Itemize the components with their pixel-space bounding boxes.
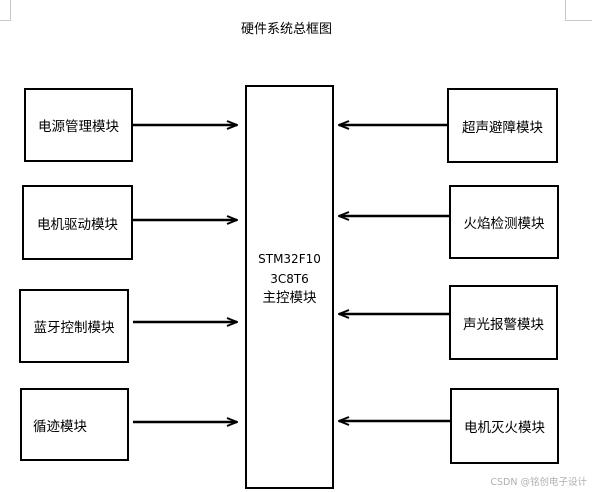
mcu-module-name: 主控模块: [262, 290, 317, 306]
module-label: 火焰检测模块: [463, 216, 545, 232]
module-power-management: 电源管理模块: [24, 88, 133, 162]
module-label: 超声避障模块: [462, 119, 543, 136]
module-label: 电机驱动模块: [37, 216, 118, 233]
module-flame-detection: 火焰检测模块: [449, 185, 559, 259]
module-motor-driver: 电机驱动模块: [22, 185, 133, 260]
module-main-controller: STM32F10 3C8T6 主控模块: [245, 85, 334, 489]
module-line-tracking: 循迹模块: [20, 388, 129, 461]
watermark: CSDN @铭创电子设计: [490, 477, 587, 488]
mcu-chip-line2: 3C8T6: [270, 272, 309, 286]
module-bluetooth-control: 蓝牙控制模块: [19, 289, 129, 363]
module-label: 电源管理模块: [38, 119, 119, 135]
mcu-chip-line1: STM32F10: [258, 252, 321, 266]
module-label: 蓝牙控制模块: [33, 320, 115, 336]
module-label: 电机灭火模块: [464, 420, 545, 436]
module-label: 声光报警模块: [463, 316, 544, 333]
module-label: 循迹模块: [33, 418, 87, 435]
diagram-title: 硬件系统总框图: [240, 22, 332, 37]
module-ultrasonic-avoidance: 超声避障模块: [447, 88, 558, 163]
module-motor-extinguisher: 电机灭火模块: [450, 388, 559, 464]
module-sound-light-alarm: 声光报警模块: [449, 285, 558, 360]
page-corner-mark-left: [0, 0, 11, 21]
page-corner-mark-right: [565, 0, 592, 21]
